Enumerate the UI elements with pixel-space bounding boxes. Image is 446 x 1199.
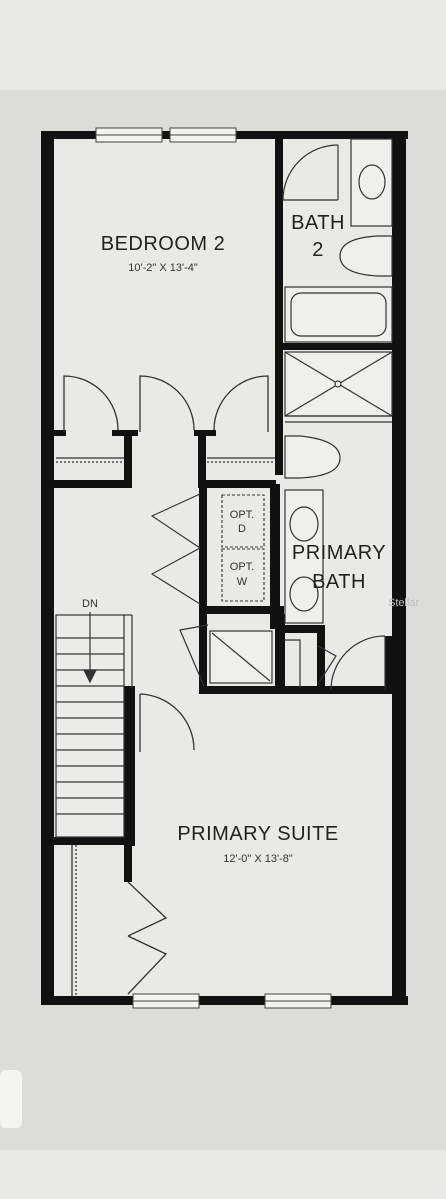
bath2-title-line1: BATH [291, 212, 345, 234]
primary-sink-2-icon [289, 576, 319, 612]
primary-bath-title-line1: PRIMARY [292, 542, 386, 564]
stairs-dn-label: DN [82, 598, 98, 610]
bottom-band [0, 1150, 446, 1199]
bath2-toilet-icon [339, 235, 393, 277]
primary-sink-1-icon [289, 506, 319, 542]
dryer-label-2: D [238, 523, 246, 535]
primary-suite-title: PRIMARY SUITE [177, 823, 338, 845]
washer-outline [221, 548, 265, 602]
interior-walls [54, 135, 399, 882]
corner-highlight [0, 1070, 22, 1128]
dryer-outline [221, 494, 265, 548]
stairs [55, 612, 133, 838]
window-bedroom-right [169, 127, 237, 143]
primary-suite-closet [71, 845, 168, 996]
washer-label-2: W [237, 576, 248, 588]
linen-closet [179, 624, 337, 688]
stair-arrow-head-icon [83, 669, 97, 684]
bath2-tub-icon [284, 286, 393, 343]
window-bedroom-left [95, 127, 163, 143]
floor-area [47, 135, 402, 1002]
bath2-fixtures [282, 138, 393, 343]
window-suite-right [264, 993, 332, 1009]
windows [95, 127, 332, 1009]
bath2-title-line2: 2 [312, 239, 324, 261]
bath2-sink-icon [358, 164, 386, 200]
laundry-closet [150, 493, 265, 605]
watermark: Stellar [388, 597, 420, 609]
bedroom2-title: BEDROOM 2 [101, 233, 226, 255]
primary-toilet-icon [284, 435, 341, 479]
primary-bath-title-line2: BATH [312, 571, 366, 593]
washer-label-1: OPT. [230, 561, 254, 573]
top-band [0, 0, 446, 90]
primary-shower [284, 351, 393, 423]
shower-drain-icon [334, 380, 342, 388]
bedroom-closet-doors [56, 375, 275, 463]
bedroom2-dims: 10'-2" X 13'-4" [128, 262, 198, 274]
suite-entry-door [139, 693, 195, 752]
window-suite-left [132, 993, 200, 1009]
primary-bath-fixtures [284, 435, 386, 691]
primary-suite-dims: 12'-0" X 13'-8" [223, 853, 293, 865]
dryer-label-1: OPT. [230, 509, 254, 521]
